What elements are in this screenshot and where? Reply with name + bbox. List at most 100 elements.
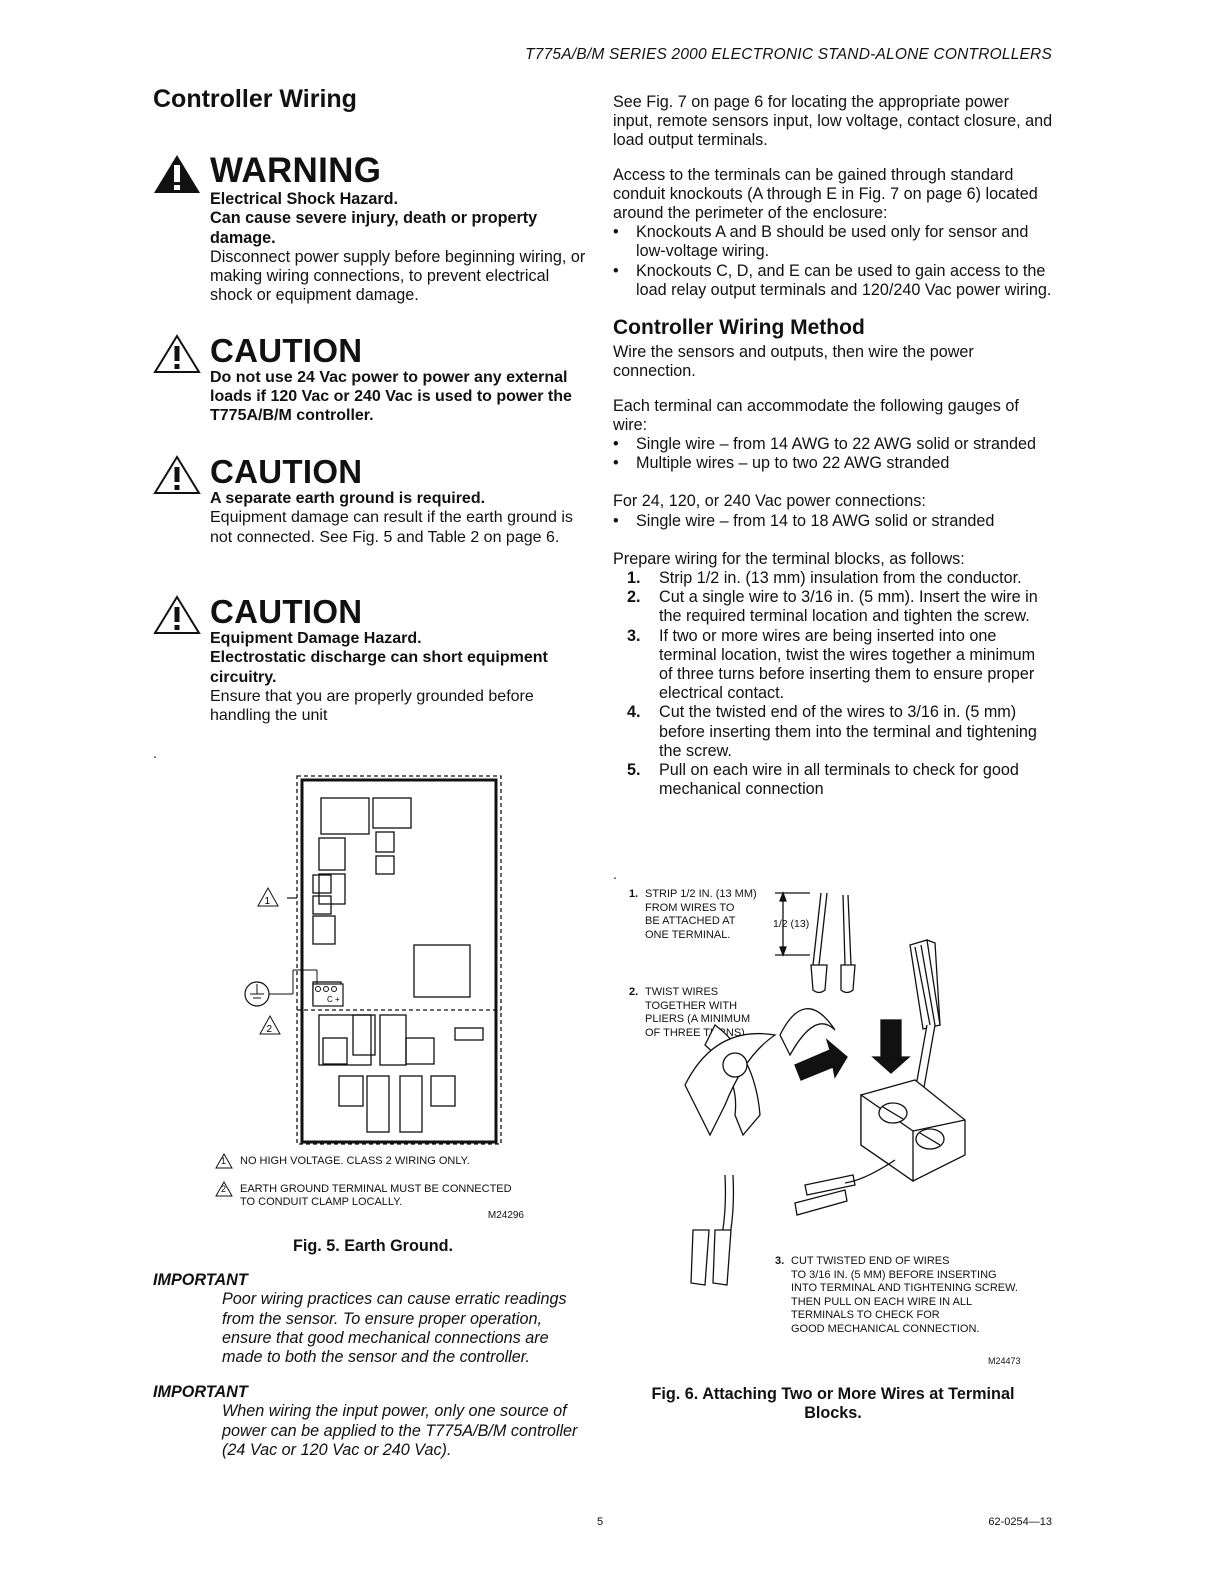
fig6-code: M24473 xyxy=(988,1356,1021,1366)
knockout-list: Knockouts A and B should be used only fo… xyxy=(613,223,1053,300)
step-item: 3. If two or more wires are being inserte… xyxy=(627,627,1053,704)
caution-2-text: Equipment damage can result if the earth… xyxy=(210,509,573,546)
list-item: Single wire – from 14 AWG to 22 AWG soli… xyxy=(613,435,1053,454)
important-2-text: When wiring the input power, only one so… xyxy=(222,1402,578,1459)
caution-triangle-icon xyxy=(153,455,201,494)
gauge-paragraph: Each terminal can accommodate the follow… xyxy=(613,396,1019,434)
running-header: T775A/B/M SERIES 2000 ELECTRONIC STAND-A… xyxy=(525,46,1052,63)
prepare-paragraph: Prepare wiring for the terminal blocks, … xyxy=(613,549,965,568)
fig6-step2-num: 2. xyxy=(629,986,639,998)
caution-triangle-icon xyxy=(153,595,201,634)
important-1-title: IMPORTANT xyxy=(153,1271,248,1289)
fig6-step2-line: PLIERS (A MINIMUM xyxy=(645,1013,751,1025)
fig6-step3-line: TERMINALS TO CHECK FOR xyxy=(791,1309,940,1321)
caution-title-1: CAUTION xyxy=(210,332,363,369)
important-1: IMPORTANT Poor wiring practices can caus… xyxy=(153,1271,593,1367)
step-number: 3. xyxy=(627,626,641,645)
list-item: Multiple wires – up to two 22 AWG strand… xyxy=(613,454,1053,473)
warning-line-2: Can cause severe injury, death or proper… xyxy=(210,209,538,247)
stray-dot: . xyxy=(613,866,617,882)
fig6-step1-num: 1. xyxy=(629,888,639,900)
important-2: IMPORTANT When wiring the input power, o… xyxy=(153,1383,593,1460)
warning-line-1: Electrical Shock Hazard. xyxy=(210,190,399,208)
wire-attachment-illustration xyxy=(684,891,966,1286)
step-number: 5. xyxy=(627,761,641,780)
important-2-title: IMPORTANT xyxy=(153,1383,248,1401)
marker-2-label: 2 xyxy=(267,1024,273,1035)
caution-3-text: Ensure that you are properly grounded be… xyxy=(210,687,534,725)
step-text: If two or more wires are being inserted … xyxy=(659,626,1036,703)
important-1-text: Poor wiring practices can cause erratic … xyxy=(222,1290,567,1367)
caution-block-2: CAUTION A separate earth ground is requi… xyxy=(153,455,593,575)
terminal-label: C + xyxy=(327,995,340,1004)
document-number: 62-0254—13 xyxy=(988,1516,1052,1528)
access-paragraph: Access to the terminals can be gained th… xyxy=(613,165,1038,223)
marker-1-label: 1 xyxy=(265,896,271,907)
step-number: 1. xyxy=(627,569,641,588)
step-item: 4. Cut the twisted end of the wires to 3/… xyxy=(627,703,1053,761)
caution-title-2: CAUTION xyxy=(210,453,363,490)
fig5-caption: Fig. 5. Earth Ground. xyxy=(292,1237,454,1255)
step-item: 5. Pull on each wire in all terminals to … xyxy=(627,761,1053,799)
list-item: Knockouts A and B should be used only fo… xyxy=(613,223,1053,261)
fig6-step3-line: INTO TERMINAL AND TIGHTENING SCREW. xyxy=(791,1282,1018,1294)
method-paragraph: Wire the sensors and outputs, then wire … xyxy=(613,343,974,381)
caution-1-text: Do not use 24 Vac power to power any ext… xyxy=(210,369,572,424)
warning-title: WARNING xyxy=(210,151,382,190)
fig6-step1-label: 1. STRIP 1/2 IN. (13 MM) FROM WIRES TO B… xyxy=(629,888,757,942)
fig5-note-1: NO HIGH VOLTAGE. CLASS 2 WIRING ONLY. xyxy=(240,1155,470,1167)
fig6-step2-line: TOGETHER WITH xyxy=(645,999,738,1012)
list-item: Single wire – from 14 to 18 AWG solid or… xyxy=(613,512,1053,531)
fig6-caption-line-1: Fig. 6. Attaching Two or More Wires at T… xyxy=(651,1385,1015,1403)
note-1-marker-text: 1 xyxy=(221,1156,227,1166)
fig6-step3-line: TO 3/16 IN. (5 MM) BEFORE INSERTING xyxy=(791,1268,997,1281)
fig6-step3-line: CUT TWISTED END OF WIRES xyxy=(791,1255,950,1267)
method-heading: Controller Wiring Method xyxy=(613,316,865,340)
dimension-label: 1/2 (13) xyxy=(773,918,810,930)
fig6-step2-line: TWIST WIRES xyxy=(645,986,719,998)
fig6-step1-line: BE ATTACHED AT xyxy=(645,915,736,927)
note-2-marker-text: 2 xyxy=(221,1183,227,1194)
step-number: 4. xyxy=(627,703,641,722)
warning-triangle-icon xyxy=(154,155,200,193)
caution-3-line-2: Electrostatic discharge can short equipm… xyxy=(210,649,548,686)
fig6-step1-line: STRIP 1/2 IN. (13 MM) xyxy=(645,888,757,900)
right-column: See Fig. 7 on page 6 for locating the ap… xyxy=(613,93,1053,800)
fig6-step1-line: FROM WIRES TO xyxy=(645,901,735,914)
caution-triangle-icon xyxy=(153,334,201,373)
caution-3-line-1: Equipment Damage Hazard. xyxy=(210,630,422,647)
step-text: Pull on each wire in all terminals to ch… xyxy=(659,761,1019,799)
fig5-note-2b: TO CONDUIT CLAMP LOCALLY. xyxy=(240,1196,403,1208)
left-column: Controller Wiring xyxy=(153,85,593,113)
power-gauge-list: Single wire – from 14 to 18 AWG solid or… xyxy=(613,512,1053,531)
earth-ground-diagram: C + 1 2 xyxy=(244,775,502,1145)
caution-block-3: CAUTION Equipment Damage Hazard. Electro… xyxy=(153,595,593,730)
list-item: Knockouts C, D, and E can be used to gai… xyxy=(613,262,1053,300)
fig5-note-2a: EARTH GROUND TERMINAL MUST BE CONNECTED xyxy=(240,1182,512,1195)
step-text: Cut the twisted end of the wires to 3/16… xyxy=(659,703,1037,760)
caution-2-bold: A separate earth ground is required. xyxy=(210,490,486,507)
step-text: Strip 1/2 in. (13 mm) insulation from th… xyxy=(659,569,1022,588)
step-text: Cut a single wire to 3/16 in. (5 mm). In… xyxy=(659,588,1038,626)
fig6-step3-line: GOOD MECHANICAL CONNECTION. xyxy=(791,1322,980,1335)
stray-dot: . xyxy=(153,745,157,761)
step-number: 2. xyxy=(627,588,641,607)
fig6-caption: Fig. 6. Attaching Two or More Wires at T… xyxy=(613,1385,1053,1423)
note-marker-icon xyxy=(215,1180,233,1196)
fig6-step3-num: 3. xyxy=(775,1255,785,1267)
note-marker-icon xyxy=(215,1153,233,1169)
intro-paragraph: See Fig. 7 on page 6 for locating the ap… xyxy=(613,93,1053,150)
page-number: 5 xyxy=(597,1516,604,1528)
gauge-list: Single wire – from 14 AWG to 22 AWG soli… xyxy=(613,435,1053,474)
step-item: 1. Strip 1/2 in. (13 mm) insulation from … xyxy=(627,569,1053,588)
fig6-step3-line: THEN PULL ON EACH WIRE IN ALL xyxy=(791,1295,973,1308)
steps-list: 1. Strip 1/2 in. (13 mm) insulation from … xyxy=(613,569,1053,799)
fig6-caption-line-2: Blocks. xyxy=(804,1404,862,1422)
section-heading: Controller Wiring xyxy=(153,85,357,113)
power-paragraph: For 24, 120, or 240 Vac power connection… xyxy=(613,492,926,511)
step-item: 2. Cut a single wire to 3/16 in. (5 mm). … xyxy=(627,588,1053,626)
caution-title-3: CAUTION xyxy=(210,593,363,630)
fig6-step1-line: ONE TERMINAL. xyxy=(645,928,731,941)
warning-block: WARNING Electrical Shock Hazard. Can cau… xyxy=(153,151,593,314)
warning-text: Disconnect power supply before beginning… xyxy=(210,247,586,305)
